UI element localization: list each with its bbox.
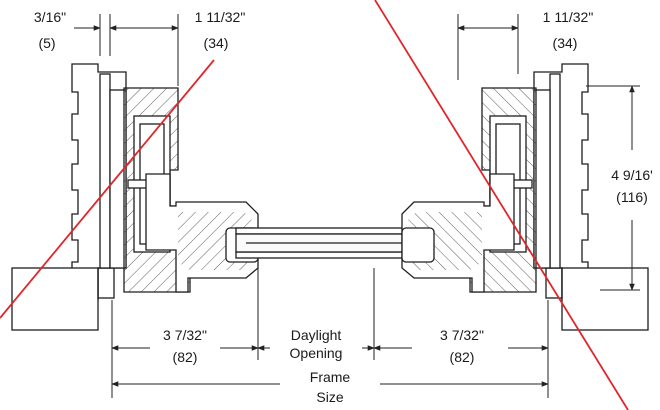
- dim-top-left-wide-metric: (34): [204, 35, 229, 51]
- daylight-opening-label-line2: Opening: [290, 345, 343, 361]
- dim-bottom-left-metric: (82): [173, 349, 198, 365]
- right-frame-section: [401, 63, 649, 331]
- left-sill-step: [97, 267, 115, 299]
- dim-right-vertical-metric: (116): [616, 189, 648, 205]
- glass-pane-top: [235, 227, 417, 235]
- dim-bottom-right-metric: (82): [450, 349, 475, 365]
- red-markup-line-left: [0, 59, 215, 319]
- dim-top-left-wide-imperial: 1 11/32": [195, 9, 246, 25]
- dim-top-right-wide-imperial: 1 11/32": [543, 9, 594, 25]
- left-frame-section: [11, 63, 259, 331]
- dim-top-left-small-imperial: 3/16": [34, 9, 66, 25]
- dim-right-vertical-imperial: 4 9/16': [611, 167, 653, 183]
- red-markup-line-right: [374, 0, 629, 410]
- glass-pane-bottom: [235, 251, 417, 259]
- dim-top-left-small-metric: (5): [38, 35, 55, 51]
- dim-bottom-right-imperial: 3 7/32": [440, 327, 484, 343]
- left-frame-strip: [99, 73, 111, 269]
- right-sill-step: [545, 267, 563, 299]
- dim-top-right-wide-metric: (34): [553, 35, 578, 51]
- frame-size-label-line2: Size: [316, 389, 343, 405]
- left-sill-block: [11, 267, 99, 331]
- daylight-opening-label-line1: Daylight: [291, 327, 342, 343]
- dim-bottom-left-imperial: 3 7/32": [163, 327, 207, 343]
- glazing-unit: [235, 227, 417, 259]
- right-frame-strip: [549, 73, 561, 269]
- frame-size-label-line1: Frame: [310, 369, 351, 385]
- dimension-lines: [74, 14, 640, 398]
- right-glass-bead: [401, 227, 435, 263]
- right-sill-block: [561, 267, 649, 331]
